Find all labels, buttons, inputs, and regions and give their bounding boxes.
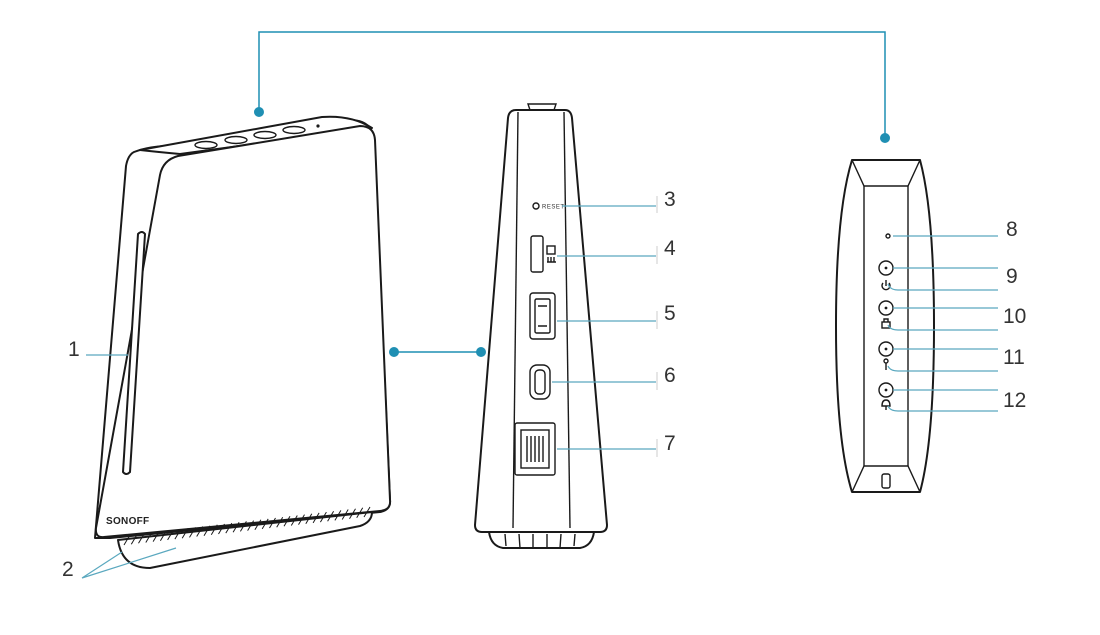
callout-5: 5 bbox=[664, 302, 676, 325]
leader-9 bbox=[887, 267, 998, 291]
connector-dot-side-view bbox=[476, 347, 486, 357]
side-view: RESET bbox=[474, 103, 608, 549]
callout-4: 4 bbox=[664, 237, 676, 260]
callout-1: 1 bbox=[68, 338, 80, 361]
top-button-3 bbox=[253, 130, 277, 140]
callout-10: 10 bbox=[1003, 305, 1026, 328]
device-top-surface bbox=[139, 115, 373, 155]
pairing-icon bbox=[881, 318, 891, 329]
top-view-slot bbox=[881, 473, 891, 489]
device-front-panel bbox=[94, 125, 392, 539]
side-edge-right bbox=[563, 111, 571, 529]
top-view-inner-face bbox=[863, 186, 909, 466]
top-view-upper-bevel bbox=[851, 159, 921, 187]
reset-label: RESET bbox=[542, 205, 565, 211]
connector-dot-top-view bbox=[880, 133, 890, 143]
leader-lines bbox=[81, 196, 998, 579]
callout-6: 6 bbox=[664, 364, 676, 387]
callout-2: 2 bbox=[62, 558, 74, 581]
top-button-1 bbox=[194, 140, 218, 150]
sd-card-icon bbox=[546, 245, 556, 263]
top-view-lower-bevel bbox=[851, 465, 921, 493]
reset-button-icon bbox=[532, 202, 540, 210]
perspective-view: SONOFF bbox=[94, 115, 392, 569]
callout-7: 7 bbox=[664, 432, 676, 455]
leader-10 bbox=[887, 307, 998, 331]
light-strip bbox=[122, 231, 146, 475]
status-led bbox=[885, 233, 891, 239]
ethernet-port bbox=[514, 422, 556, 476]
top-view-connector bbox=[258, 31, 886, 138]
callout-8: 8 bbox=[1006, 218, 1018, 241]
side-base bbox=[488, 531, 595, 549]
top-buttons bbox=[194, 124, 320, 150]
top-button-4 bbox=[282, 125, 306, 135]
brand-logo: SONOFF bbox=[106, 516, 149, 527]
top-button-2 bbox=[224, 135, 248, 145]
callout-numbers: 1 2 3 4 5 6 7 8 9 10 11 12 bbox=[62, 188, 1026, 581]
lock-icon bbox=[881, 399, 891, 410]
side-edge-left bbox=[512, 111, 519, 529]
top-led-dot bbox=[316, 124, 320, 128]
side-top-nub bbox=[527, 103, 557, 111]
key-icon bbox=[883, 358, 889, 370]
top-view bbox=[835, 159, 935, 493]
leader-2 bbox=[81, 547, 177, 579]
power-icon bbox=[881, 280, 891, 291]
sd-card-slot bbox=[530, 235, 544, 273]
connector-dot-left-side bbox=[389, 347, 399, 357]
bottom-vent bbox=[117, 506, 373, 569]
callout-12: 12 bbox=[1003, 389, 1026, 412]
top-view-body bbox=[835, 159, 935, 493]
leader-11 bbox=[887, 348, 998, 372]
connector-dot-left-top bbox=[254, 107, 264, 117]
callout-9: 9 bbox=[1006, 265, 1018, 288]
callout-11: 11 bbox=[1003, 346, 1025, 369]
usb-a-port bbox=[529, 292, 556, 340]
usb-c-port bbox=[529, 364, 551, 400]
leader-12 bbox=[887, 389, 998, 412]
side-body bbox=[474, 109, 608, 533]
callout-3: 3 bbox=[664, 188, 676, 211]
view-connectors bbox=[254, 31, 890, 357]
